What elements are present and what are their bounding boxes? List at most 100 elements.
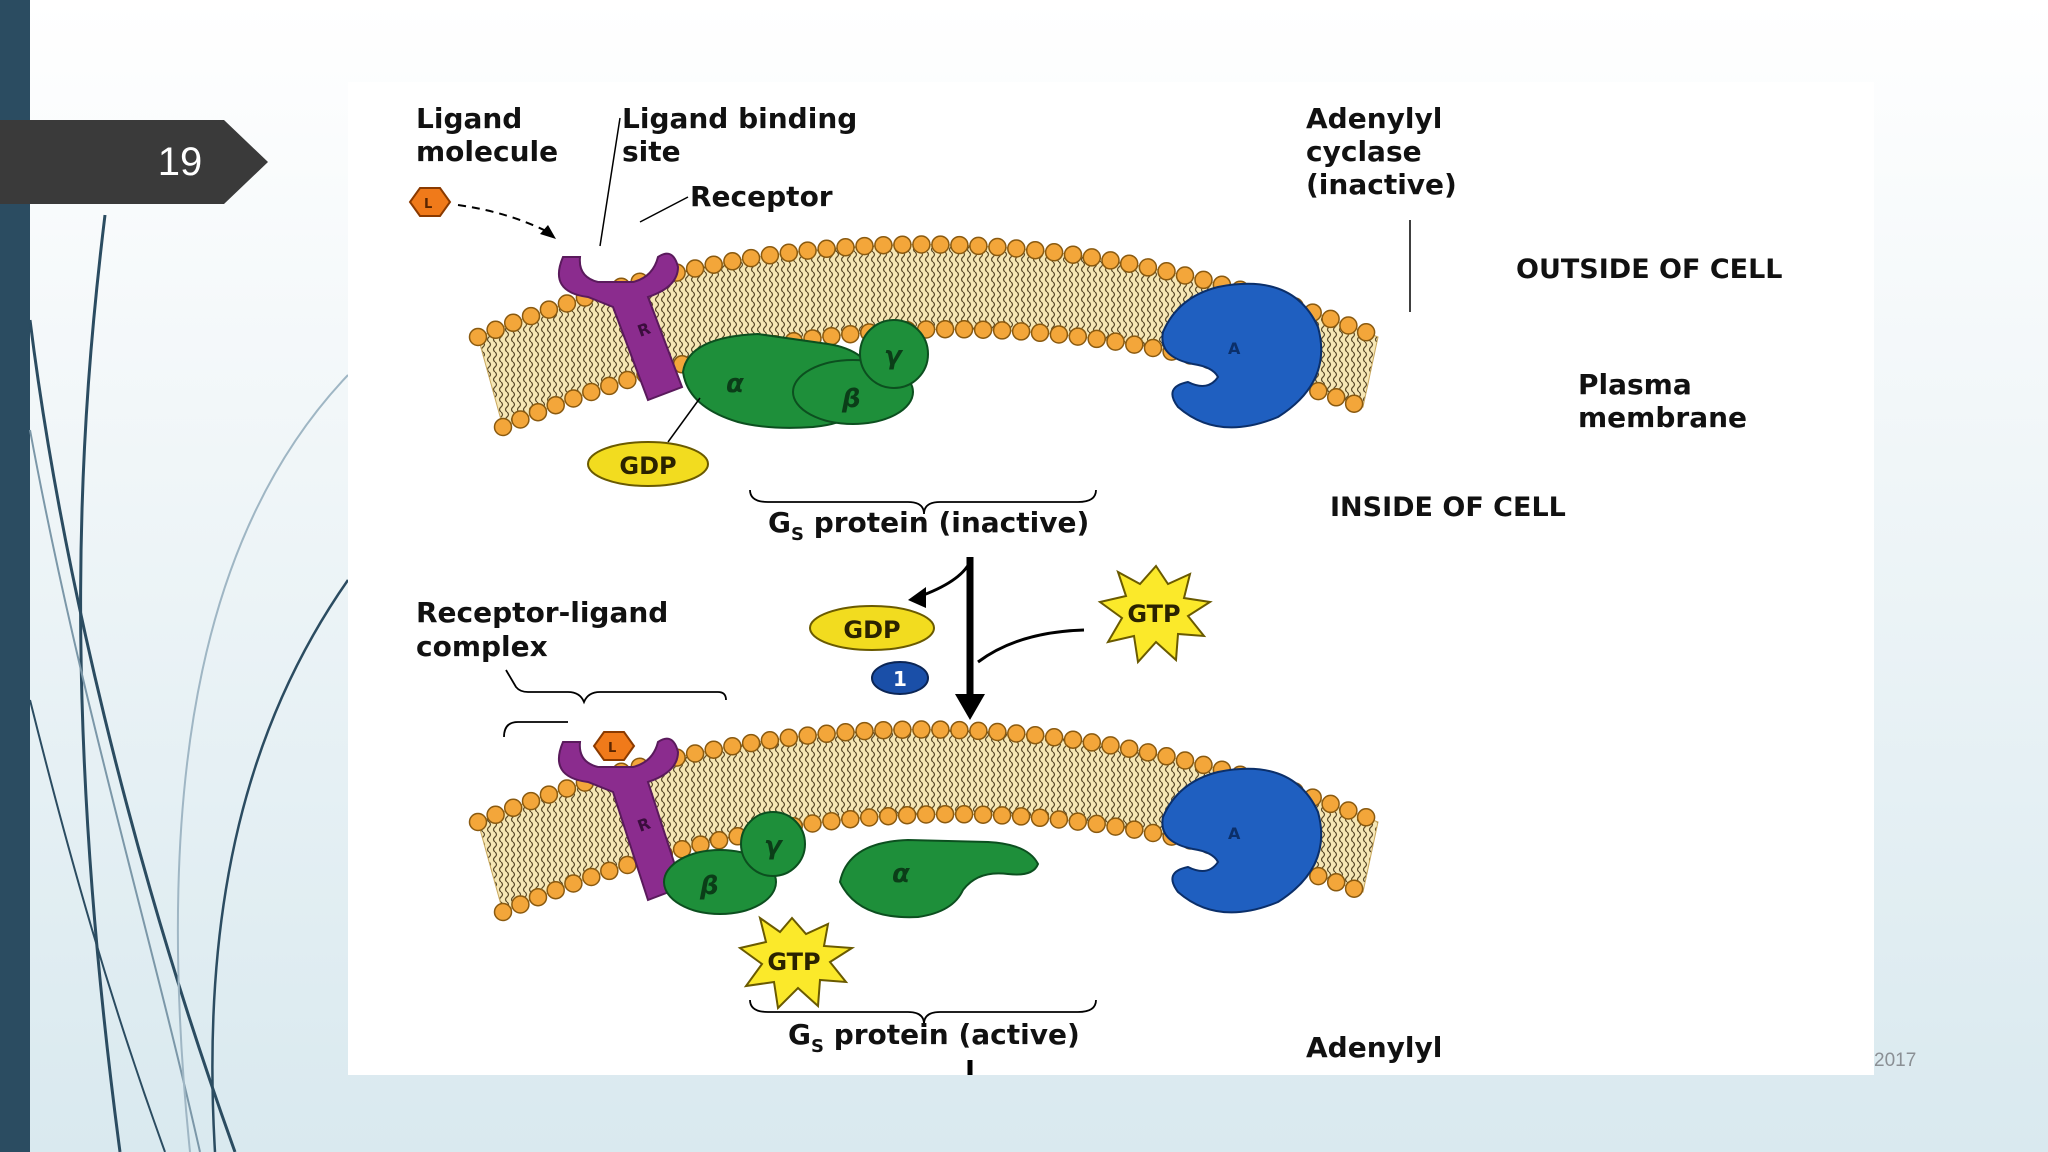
lipid-head: [836, 238, 855, 257]
lipid-head: [874, 235, 893, 255]
lipid-head: [1175, 751, 1195, 770]
lipid-head: [1175, 266, 1195, 285]
lipid-head: [468, 812, 488, 832]
lipid-head: [992, 806, 1012, 825]
gamma-subunit-label: γ: [884, 341, 904, 371]
lipid-head: [822, 811, 841, 831]
lipid-head: [1087, 329, 1106, 349]
lipid-head: [557, 779, 577, 798]
receptor-shape: [558, 252, 684, 402]
alpha-subunit-label: α: [726, 369, 744, 399]
svg-text:β: β: [699, 871, 719, 901]
lipid-head: [521, 791, 541, 811]
gs-protein-brace-top: [749, 489, 1097, 515]
lipid-head: [557, 294, 577, 313]
lipid-head: [1044, 728, 1064, 747]
lipid-head: [528, 402, 548, 422]
lipid-head: [1025, 240, 1045, 260]
lipid-head: [950, 720, 969, 740]
inside-of-cell-label: INSIDE OF CELL: [1330, 492, 1566, 523]
lipid-head: [1011, 322, 1031, 341]
lipid-head: [600, 861, 619, 881]
lipid-head: [992, 321, 1012, 340]
lipid-head: [1106, 332, 1125, 351]
lipid-head: [855, 236, 874, 256]
gtp-bound-bottom: GTP: [737, 915, 856, 1011]
lipid-head: [1321, 309, 1340, 329]
lipid-head: [988, 722, 1007, 742]
lipid-head: [1011, 807, 1031, 826]
lipid-head: [969, 721, 988, 741]
outside-of-cell-label: OUTSIDE OF CELL: [1516, 254, 1783, 285]
step-one-badge: 1: [871, 661, 929, 695]
lipid-head: [822, 326, 841, 346]
lipid-head: [704, 740, 723, 759]
lipid-head: [685, 259, 705, 278]
lipid-head: [503, 798, 523, 818]
lipid-head: [582, 382, 601, 402]
lipid-head: [1138, 743, 1158, 762]
receptor-symbol: R: [635, 319, 653, 341]
lipid-head: [1063, 730, 1083, 749]
lipid-head: [1326, 873, 1346, 892]
slide-number: 19: [157, 140, 203, 184]
lipid-head: [1101, 736, 1120, 755]
adenylyl-cyclase-bottom: A: [1161, 767, 1323, 914]
lipid-head: [893, 235, 912, 254]
lipid-head: [503, 313, 523, 333]
lipid-head: [935, 804, 955, 824]
lipid-head: [1125, 335, 1144, 354]
lipid-head: [1119, 254, 1139, 273]
lipid-head: [1007, 239, 1026, 258]
lipid-head: [539, 785, 559, 804]
lipid-head: [855, 721, 874, 741]
receptor-shape-bottom: [558, 737, 684, 902]
lipid-head: [817, 239, 836, 259]
lipid-head: [798, 726, 817, 745]
lipid-head: [564, 389, 583, 408]
lipid-head: [741, 733, 761, 753]
lipid-head: [1339, 801, 1358, 820]
lipid-head: [1063, 245, 1083, 264]
alpha-subunit-active: α: [838, 838, 1040, 919]
lipid-head: [1344, 879, 1364, 898]
lipid-head: [546, 880, 565, 900]
lipid-head: [803, 814, 822, 833]
lipid-head: [468, 327, 488, 347]
lipid-head: [539, 300, 559, 319]
lipid-head: [1049, 325, 1069, 344]
lipid-head: [973, 320, 993, 339]
lipid-head: [874, 720, 893, 740]
svg-text:A: A: [1228, 339, 1241, 358]
lipid-head: [1321, 794, 1340, 814]
lipid-head: [841, 324, 860, 344]
svg-text:α: α: [892, 859, 910, 889]
lipid-head: [723, 252, 742, 271]
lipid-head: [973, 805, 993, 824]
lipid-head: [1049, 810, 1069, 829]
decorative-curves: [28, 214, 350, 1152]
lipid-head: [546, 395, 565, 415]
receptor-ligand-complex-label: Receptor-ligand complex: [416, 596, 678, 663]
adenylyl-cyclase-inactive-label: Adenylyl cyclase (inactive): [1306, 102, 1457, 201]
lipid-head: [779, 243, 799, 263]
lipid-head: [600, 376, 619, 396]
lipid-head: [969, 236, 988, 256]
lipid-head: [1138, 258, 1158, 277]
lipid-head: [1344, 394, 1364, 413]
gdp-bound-top: GDP: [587, 441, 709, 487]
lipid-head: [486, 320, 505, 340]
lipid-head: [760, 246, 780, 265]
lipid-head: [1356, 323, 1376, 342]
lipid-head: [760, 731, 780, 750]
lipid-head: [912, 720, 931, 739]
gs-protein-inactive-label: GS protein (inactive): [768, 506, 1089, 545]
lipid-head: [1044, 243, 1064, 262]
lipid-head: [1143, 338, 1163, 358]
lipid-head: [859, 808, 879, 827]
ligand-bound-bottom: L: [592, 731, 636, 761]
lipid-head: [1143, 823, 1163, 843]
lipid-head: [897, 805, 917, 825]
lipid-head: [1356, 808, 1376, 827]
lipid-head: [618, 370, 637, 390]
